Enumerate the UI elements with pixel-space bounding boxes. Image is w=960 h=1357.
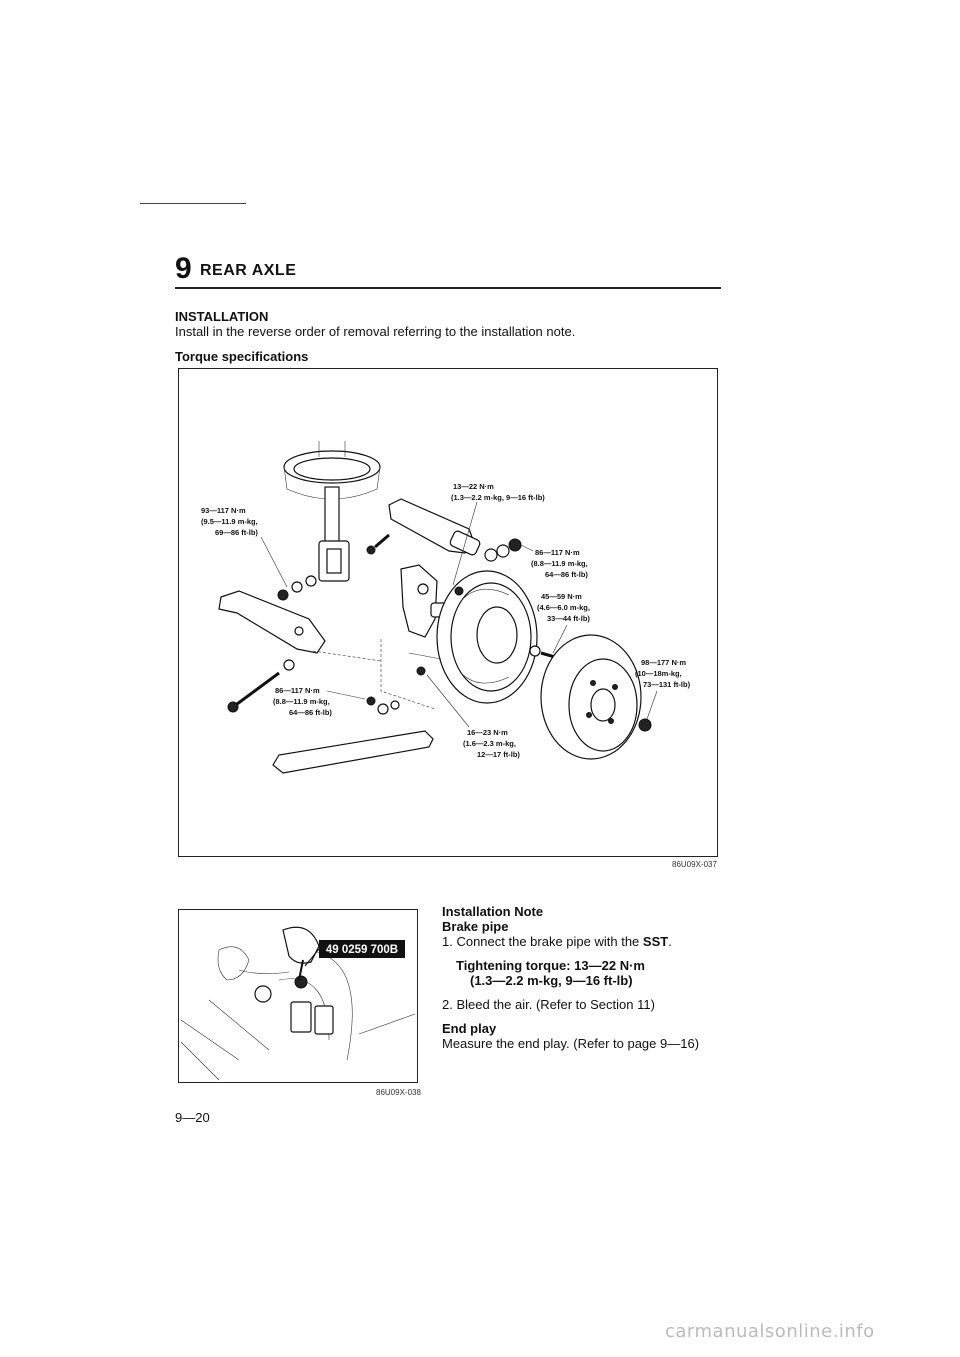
rear-axle-exploded-diagram: 93—117 N·m (9.5—11.9 m-kg, 69—86 ft-lb) …	[178, 368, 718, 857]
torque-label-trailing-link: 86—117 N·m (8.8—11.9 m-kg, 64—86 ft-lb)	[273, 686, 366, 717]
brake-drum	[540, 634, 652, 760]
backing-plate-view	[278, 949, 353, 1061]
installation-text: Install in the reverse order of removal …	[175, 324, 576, 339]
chapter-title: REAR AXLE	[200, 262, 297, 279]
rear-axle-drawing: 93—117 N·m (9.5—11.9 m-kg, 69—86 ft-lb) …	[201, 441, 691, 774]
svg-text:86—117 N·m: 86—117 N·m	[535, 548, 580, 557]
strut-bolt	[277, 533, 390, 601]
frame-structure	[180, 946, 416, 1081]
svg-text:98—177 N·m: 98—177 N·m	[641, 658, 686, 667]
svg-text:(1.6—2.3 m-kg,: (1.6—2.3 m-kg,	[463, 739, 516, 748]
svg-text:16—23 N·m: 16—23 N·m	[467, 728, 508, 737]
svg-text:13—22 N·m: 13—22 N·m	[453, 482, 494, 491]
figure2-code: 86U09X-038	[376, 1088, 421, 1097]
installation-note: Installation Note Brake pipe 1. Connect …	[442, 904, 732, 1051]
svg-text:86—117 N·m: 86—117 N·m	[275, 686, 320, 695]
tightening-torque: Tightening torque: 13—22 N·m (1.3—2.2 m-…	[456, 958, 645, 988]
svg-text:64—86 ft-lb): 64—86 ft-lb)	[545, 570, 588, 579]
svg-text:45—59 N·m: 45—59 N·m	[541, 592, 582, 601]
torque-label-hub-nut: 98—177 N·m (10—18m-kg, 73—131 ft-lb)	[635, 658, 691, 720]
installation-heading: INSTALLATION	[175, 309, 269, 324]
brake-backing-plate	[408, 570, 538, 704]
backing-plate-bolt	[529, 645, 556, 659]
svg-text:(4.6—6.0 m-kg,: (4.6—6.0 m-kg,	[537, 603, 590, 612]
torque-specs-heading: Torque specifications	[175, 349, 309, 364]
svg-text:33—44 ft-lb): 33—44 ft-lb)	[547, 614, 590, 623]
svg-text:49 0259 700B: 49 0259 700B	[326, 944, 398, 956]
brake-pipe-heading: Brake pipe	[442, 919, 509, 934]
svg-text:12—17 ft-lb): 12—17 ft-lb)	[477, 750, 520, 759]
sst-term: SST	[642, 934, 669, 949]
svg-text:(9.5—11.9 m-kg,: (9.5—11.9 m-kg,	[201, 517, 258, 526]
upper-link	[388, 498, 522, 562]
footer-watermark: carmanualsonline.info	[665, 1321, 875, 1342]
svg-text:69—86 ft-lb): 69—86 ft-lb)	[215, 528, 258, 537]
strut-assembly	[283, 441, 381, 582]
chapter-number: 9	[175, 252, 192, 285]
svg-text:93—117 N·m: 93—117 N·m	[201, 506, 246, 515]
trailing-link	[272, 696, 434, 774]
sst-tool-callout: 49 0259 700B	[304, 940, 405, 967]
svg-text:64—86 ft-lb): 64—86 ft-lb)	[289, 708, 332, 717]
torque-label-brake-hose: 16—23 N·m (1.6—2.3 m-kg, 12—17 ft-lb)	[426, 674, 520, 759]
svg-text:(1.3—2.2 m-kg, 9—16 ft-lb): (1.3—2.2 m-kg, 9—16 ft-lb)	[451, 493, 545, 502]
step-1: 1. Connect the brake pipe with the SST.	[442, 934, 672, 949]
torque-label-lateral-link: 86—117 N·m (8.8—11.9 m-kg, 64—86 ft-lb)	[520, 544, 588, 579]
figure1-code: 86U09X-037	[672, 860, 717, 869]
end-play-heading: End play	[442, 1021, 497, 1036]
svg-text:73—131 ft-lb): 73—131 ft-lb)	[643, 680, 691, 689]
svg-text:(8.8—11.9 m-kg,: (8.8—11.9 m-kg,	[531, 559, 588, 568]
step-2: 2. Bleed the air. (Refer to Section 11)	[442, 997, 655, 1012]
end-play-text: Measure the end play. (Refer to page 9—1…	[442, 1036, 700, 1051]
brake-pipe-drawing: 49 0259 700B	[180, 926, 416, 1081]
top-rule	[140, 203, 246, 204]
torque-label-backing-plate: 45—59 N·m (4.6—6.0 m-kg, 33—44 ft-lb)	[537, 592, 590, 654]
page-number: 9—20	[175, 1110, 210, 1125]
lateral-arm	[218, 590, 326, 713]
brake-pipe-sst-illustration: 49 0259 700B	[178, 909, 418, 1083]
installation-note-heading: Installation Note	[442, 904, 544, 919]
torque-label-strut-bolt: 93—117 N·m (9.5—11.9 m-kg, 69—86 ft-lb)	[201, 506, 288, 588]
svg-text:(8.8—11.9 m-kg,: (8.8—11.9 m-kg,	[273, 697, 330, 706]
header-rule	[175, 287, 721, 289]
torque-label-brake-pipe: 13—22 N·m (1.3—2.2 m-kg, 9—16 ft-lb)	[451, 482, 545, 586]
svg-text:(10—18m-kg,: (10—18m-kg,	[635, 669, 682, 678]
hand-with-wrench	[238, 926, 320, 981]
